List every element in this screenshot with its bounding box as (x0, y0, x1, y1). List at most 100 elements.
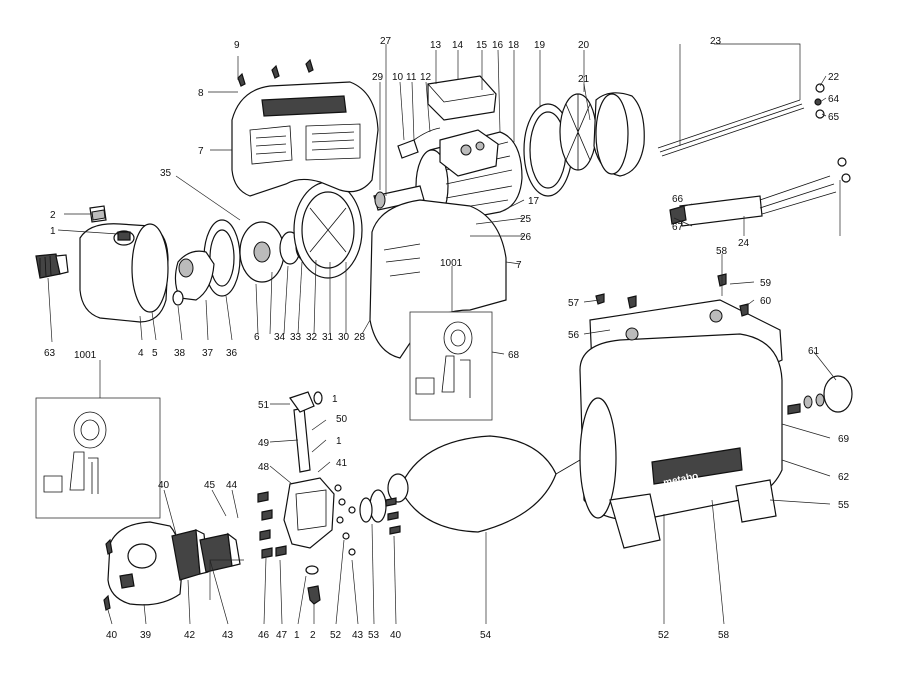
label-part-17: 17 (528, 196, 540, 207)
label-part-12: 12 (420, 72, 432, 83)
label-part-11: 11 (406, 72, 417, 83)
label-part-20: 20 (578, 40, 590, 51)
label-part-39: 39 (140, 630, 152, 641)
label-part-65: 65 (828, 112, 840, 123)
screws-40-left (103, 538, 113, 611)
inset-label-center: 1001 (440, 258, 463, 269)
label-part-14: 14 (452, 40, 464, 51)
label-part-43-center: 43 (352, 630, 364, 641)
pressure-vessel (359, 435, 581, 533)
nipple-2-bottom (305, 565, 321, 605)
label-part-69: 69 (838, 434, 850, 445)
suction-connector (35, 253, 69, 279)
label-part-40-upper: 40 (158, 480, 170, 491)
label-part-37: 37 (202, 348, 214, 359)
label-part-9: 9 (234, 40, 240, 51)
label-part-2: 2 (50, 210, 56, 221)
inset-label-left: 1001 (74, 350, 97, 361)
label-part-49: 49 (258, 438, 270, 449)
label-part-1-bottom: 1 (294, 630, 300, 641)
label-part-26: 26 (520, 232, 532, 243)
label-part-40-left: 40 (106, 630, 118, 641)
label-part-38: 38 (174, 348, 186, 359)
label-part-32: 32 (306, 332, 318, 343)
label-part-8: 8 (198, 88, 204, 99)
label-part-16: 16 (492, 40, 504, 51)
label-part-68: 68 (508, 350, 520, 361)
label-part-30: 30 (338, 332, 350, 343)
label-part-34: 34 (274, 332, 286, 343)
label-part-18: 18 (508, 40, 520, 51)
label-part-42: 42 (184, 630, 196, 641)
label-part-1: 1 (50, 226, 56, 237)
label-part-19: 19 (534, 40, 546, 51)
label-part-55: 55 (838, 500, 850, 511)
label-part-61: 61 (808, 346, 820, 357)
label-part-28: 28 (354, 332, 366, 343)
label-part-2-bottom: 2 (310, 630, 316, 641)
motor-flange (293, 181, 363, 279)
switch-cover-39 (107, 521, 183, 606)
label-part-66: 66 (672, 194, 684, 205)
label-part-1-upper: 1 (332, 394, 338, 405)
fan (559, 93, 597, 171)
inset-box-left (35, 397, 161, 519)
part-number-labels: 9 8 7 35 2 1 63 4 5 38 37 36 6 34 33 32 … (44, 36, 850, 641)
label-part-29: 29 (372, 72, 384, 83)
label-part-35: 35 (160, 168, 172, 179)
label-part-7: 7 (198, 146, 204, 157)
screws-40 (385, 497, 401, 535)
label-part-21: 21 (578, 74, 590, 85)
base-frame (579, 299, 783, 549)
cable-gland (397, 127, 441, 159)
fan-cover (593, 92, 645, 177)
terminal-box (439, 129, 499, 177)
label-part-48: 48 (258, 462, 270, 473)
inset-box-center (409, 311, 493, 421)
label-part-50: 50 (336, 414, 348, 425)
label-part-27: 27 (380, 36, 392, 47)
power-cable (657, 83, 825, 157)
screws-46-47 (257, 491, 287, 559)
label-part-60: 60 (760, 296, 772, 307)
terminal-cover (427, 75, 497, 121)
leader-lines (47, 43, 841, 625)
label-part-33: 33 (290, 332, 302, 343)
label-part-25: 25 (520, 214, 532, 225)
label-part-31: 31 (322, 332, 334, 343)
label-part-44: 44 (226, 480, 238, 491)
label-part-23: 23 (710, 36, 722, 47)
label-part-46: 46 (258, 630, 270, 641)
label-part-40-center: 40 (390, 630, 402, 641)
drain-knob-61 (787, 375, 853, 415)
carry-handle-shroud (231, 81, 379, 197)
label-part-56: 56 (568, 330, 580, 341)
pump-housing (79, 223, 169, 323)
label-part-52-right: 52 (658, 630, 670, 641)
label-part-58: 58 (716, 246, 728, 257)
label-part-57: 57 (568, 298, 580, 309)
pressure-switch-cable (669, 157, 851, 227)
elbow-51 (289, 391, 323, 413)
label-part-63: 63 (44, 348, 56, 359)
o-ring-38 (172, 290, 184, 306)
label-part-15: 15 (476, 40, 488, 51)
label-part-58-bottom: 58 (718, 630, 730, 641)
pressure-switch-body (283, 477, 335, 549)
label-part-1-mid: 1 (336, 436, 342, 447)
label-part-6: 6 (254, 332, 260, 343)
label-part-10: 10 (392, 72, 404, 83)
electronic-module-43 (199, 532, 241, 573)
label-part-41: 41 (336, 458, 348, 469)
small-nuts-52 (334, 484, 356, 556)
label-part-45: 45 (204, 480, 216, 491)
label-part-22: 22 (828, 72, 840, 83)
label-part-64: 64 (828, 94, 840, 105)
label-part-62: 62 (838, 472, 850, 483)
label-part-43-left: 43 (222, 630, 234, 641)
screws-8 (237, 58, 314, 87)
label-part-13: 13 (430, 40, 442, 51)
label-part-59: 59 (760, 278, 772, 289)
